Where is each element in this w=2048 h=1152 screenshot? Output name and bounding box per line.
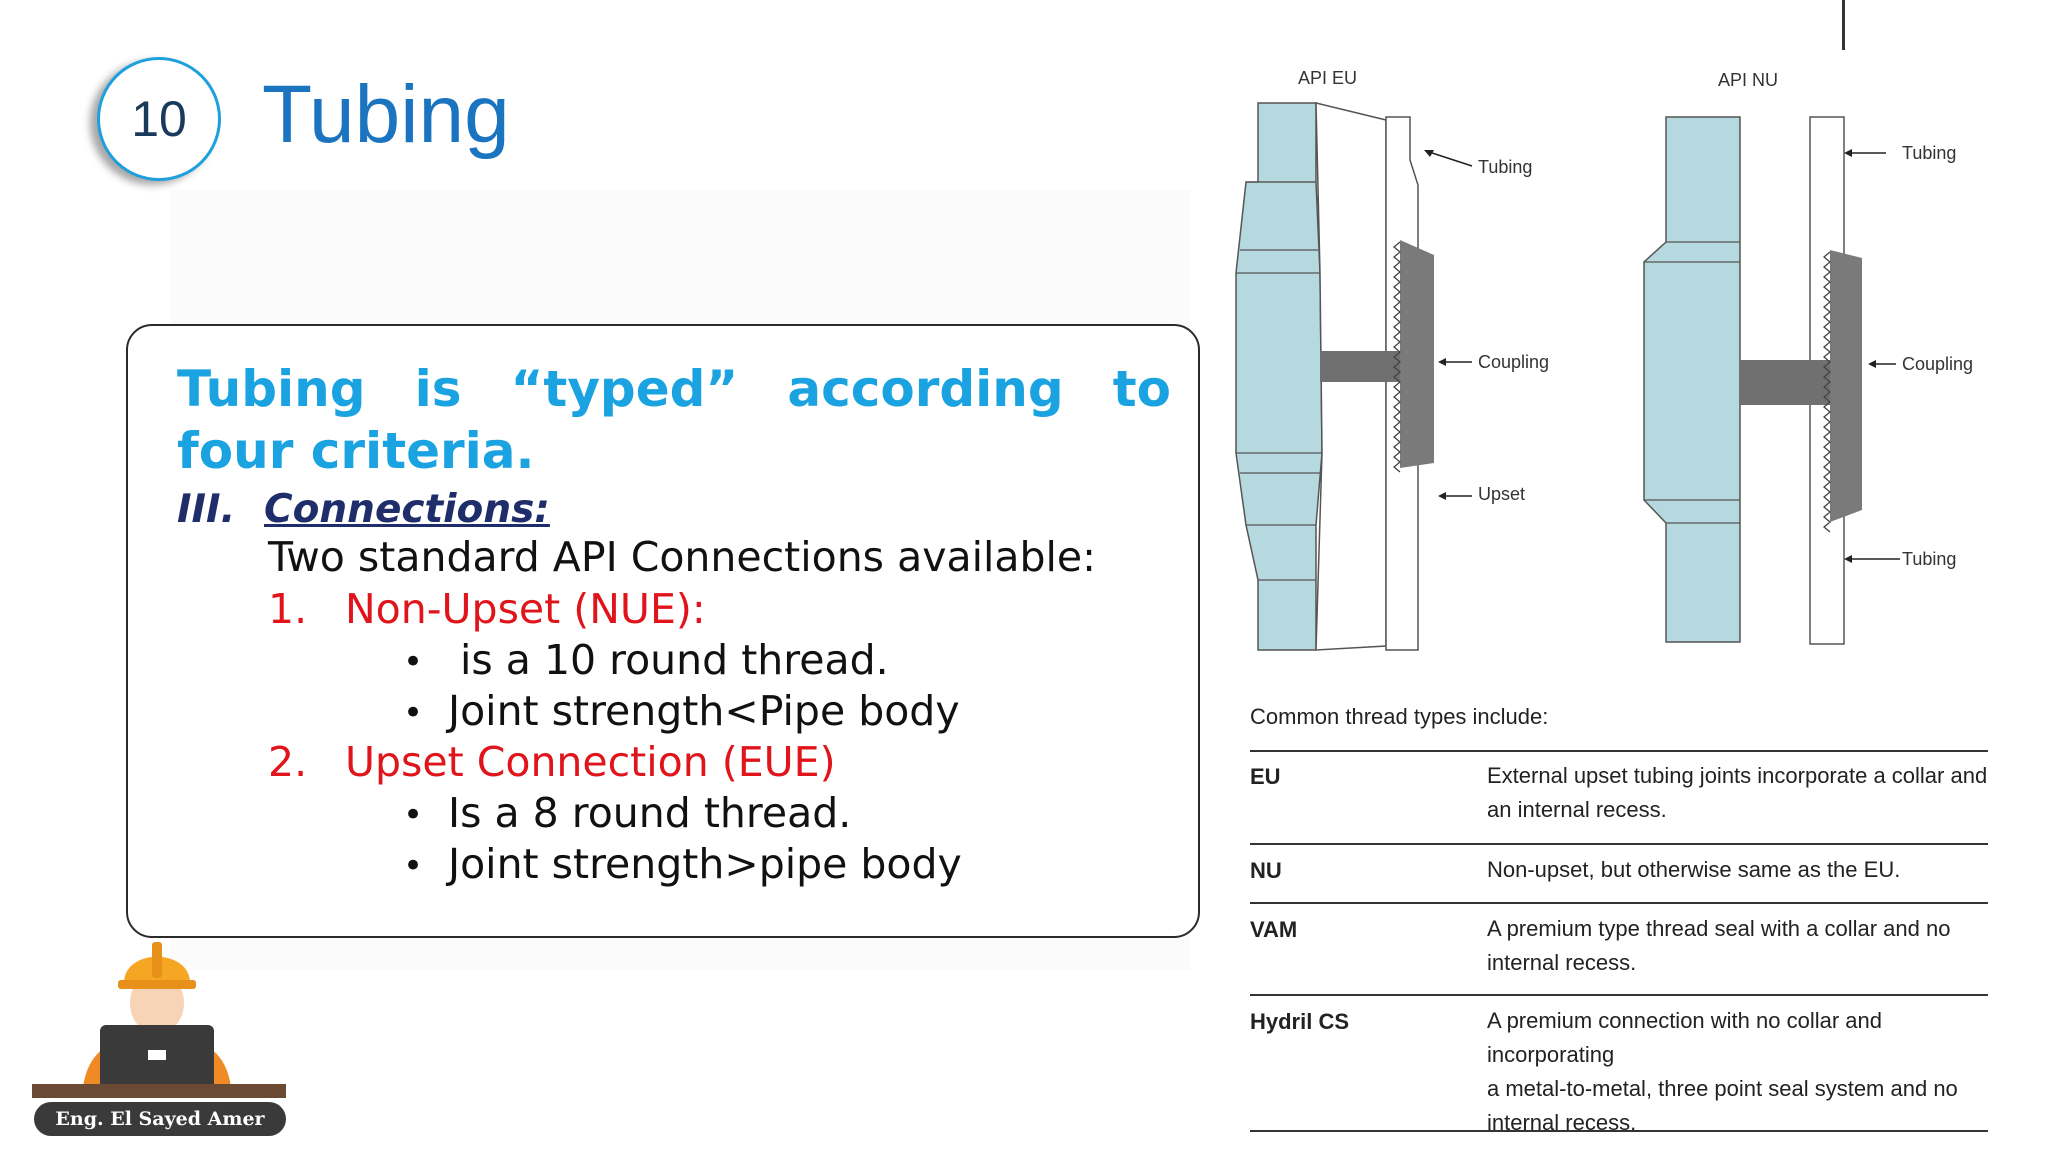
intro-text: Two standard API Connections available: <box>268 533 1096 581</box>
desc-line: Non-upset, but otherwise same as the EU. <box>1487 857 1901 882</box>
item-1-bullet-1: is a 10 round thread. <box>460 636 889 684</box>
slide-number: 10 <box>131 91 187 147</box>
desc-line: External upset tubing joints incorporate… <box>1487 763 1988 788</box>
api-eu-arrows <box>1424 150 1473 500</box>
content-heading: Tubing is “typed” according to four crit… <box>177 360 1171 480</box>
engineer-logo <box>32 942 286 1098</box>
table-row-key: Hydril CS <box>1250 1009 1350 1034</box>
table-row-key: VAM <box>1250 917 1298 942</box>
slide-number-badge: 10 <box>97 57 221 181</box>
section-title: Connections: <box>264 487 550 532</box>
table-caption: Common thread types include: <box>1250 704 1549 729</box>
item-1-number: 1. <box>268 585 308 633</box>
table-rule <box>1250 750 1988 752</box>
table-row-desc: External upset tubing joints incorporate… <box>1487 759 1992 827</box>
api-nu-label-tubing-lower: Tubing <box>1902 549 1956 569</box>
api-eu-label-upset: Upset <box>1478 484 1525 504</box>
bullet-dot: • <box>403 693 424 733</box>
bullet-dot: • <box>403 846 424 886</box>
desc-line: an internal recess. <box>1487 797 1667 822</box>
desc-line: A premium type thread seal with a collar… <box>1487 916 1951 941</box>
api-nu-pipe <box>1643 116 1862 645</box>
item-1-label: Non-Upset (NUE): <box>345 585 706 633</box>
api-connection-diagram: API EU Tubing Coupling Upset API NU <box>1235 68 1973 651</box>
table-rule <box>1250 843 1988 845</box>
bullet-dot: • <box>403 795 424 835</box>
table-row-desc: Non-upset, but otherwise same as the EU. <box>1487 853 1992 887</box>
item-2-bullet-2: Joint strength>pipe body <box>448 840 962 888</box>
api-nu-label-coupling: Coupling <box>1902 354 1973 374</box>
api-nu-arrows <box>1844 149 1900 563</box>
desc-line: internal recess. <box>1487 1110 1637 1135</box>
api-eu-title: API EU <box>1298 68 1357 88</box>
table-row-desc: A premium connection with no collar and … <box>1487 1004 1992 1140</box>
item-2-label: Upset Connection (EUE) <box>345 738 836 786</box>
api-eu-pipe <box>1235 102 1434 651</box>
bullet-dot: • <box>403 642 424 682</box>
desc-line: internal recess. <box>1487 950 1637 975</box>
item-1-bullet-2: Joint strength<Pipe body <box>448 687 960 735</box>
item-2-bullet-1: Is a 8 round thread. <box>448 789 852 837</box>
section-number: III. <box>177 487 236 532</box>
table-row-desc: A premium type thread seal with a collar… <box>1487 912 1992 980</box>
top-divider <box>1842 0 1845 50</box>
engineer-icon <box>32 942 286 1098</box>
api-nu-label-tubing: Tubing <box>1902 143 1956 163</box>
api-nu-title: API NU <box>1718 70 1778 90</box>
api-eu-label-coupling: Coupling <box>1478 352 1549 372</box>
api-eu-label-tubing: Tubing <box>1478 157 1532 177</box>
desc-line: A premium connection with no collar and … <box>1487 1008 1882 1067</box>
desc-line: a metal-to-metal, three point seal syste… <box>1487 1076 1958 1101</box>
table-row-key: NU <box>1250 858 1282 883</box>
slide-title: Tubing <box>262 69 510 160</box>
author-name: Eng. El Sayed Amer <box>34 1102 286 1136</box>
table-row-key: EU <box>1250 764 1281 789</box>
table-rule <box>1250 902 1988 904</box>
content-box <box>126 324 1200 938</box>
table-rule <box>1250 994 1988 996</box>
item-2-number: 2. <box>268 738 308 786</box>
table-rule <box>1250 1130 1988 1132</box>
